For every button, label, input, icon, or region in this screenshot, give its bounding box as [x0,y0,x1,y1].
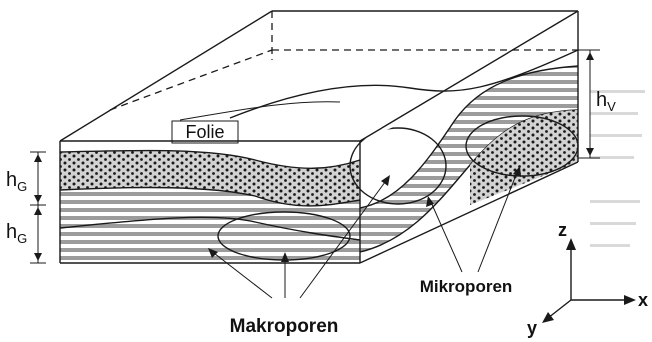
background-text-texture [590,90,645,247]
axis-x-label: x [638,290,648,310]
dimension-h-g: hG hG [2,152,46,263]
h-g-upper-sub: G [17,179,27,194]
axis-z-label: z [558,220,567,240]
mikroporen-label: Mikroporen [420,277,513,296]
folie-label: Folie [185,122,224,142]
h-g-upper-label: h [6,169,17,191]
front-face [60,141,360,263]
dimension-h-v: hV [578,50,616,158]
h-g-lower-sub: G [17,231,27,246]
axis-triad: z x y [527,220,648,338]
h-v-sub: V [607,99,616,114]
h-v-label: h [596,89,607,111]
h-g-lower-label: h [6,221,17,243]
makroporen-label: Makroporen [230,316,339,337]
axis-y-label: y [527,318,537,338]
